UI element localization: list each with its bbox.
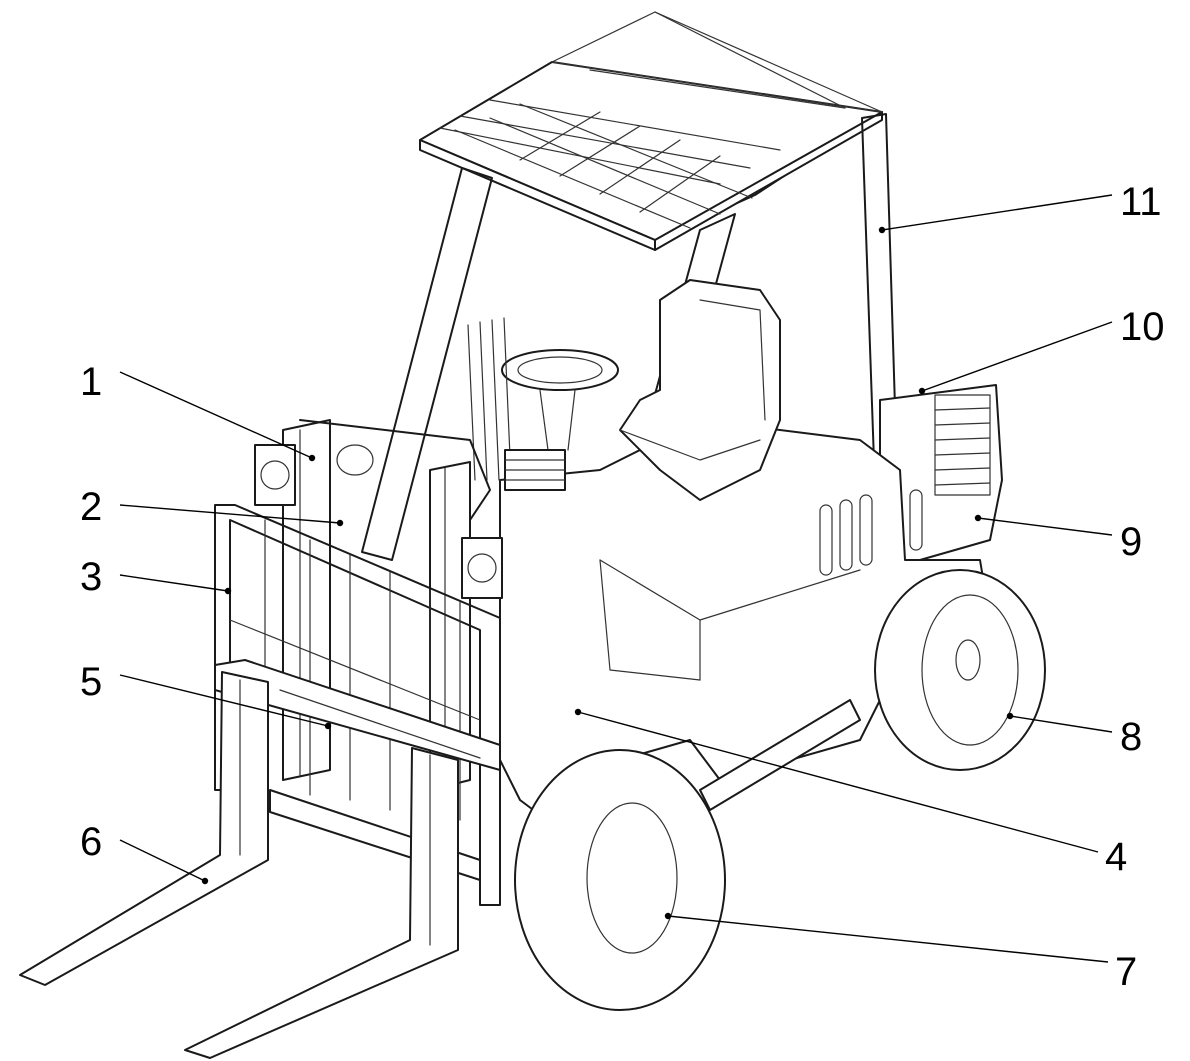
operator-seat (619, 279, 781, 501)
callout-dot-10 (918, 387, 926, 395)
callout-dot-6 (201, 877, 209, 885)
front-wheel (514, 749, 726, 1011)
drive-axle (699, 699, 861, 811)
callout-leader-11 (881, 194, 1113, 231)
callout-number-6: 6 (80, 820, 102, 864)
rear-wheel (874, 569, 1046, 771)
callout-number-8: 8 (1120, 715, 1142, 759)
left-fork (19, 671, 269, 986)
callout-number-5: 5 (80, 660, 102, 704)
callout-leaders (119, 194, 1113, 963)
callout-dot-8 (1006, 712, 1014, 720)
callout-leader-10 (921, 321, 1113, 392)
callout-leader-3 (119, 574, 229, 592)
callout-number-11: 11 (1120, 180, 1162, 224)
callout-leader-5 (119, 674, 329, 727)
callout-dot-2 (336, 519, 344, 527)
callout-dot-1 (308, 454, 316, 462)
callout-labels: 1 2 3 4 5 6 7 8 9 10 11 (80, 180, 1165, 994)
right-fork (184, 747, 459, 1059)
callout-number-1: 1 (80, 360, 102, 404)
callout-dot-7 (664, 912, 672, 920)
callout-dot-9 (974, 514, 982, 522)
callout-leader-2 (119, 504, 341, 524)
callout-leader-4 (577, 711, 1099, 853)
callout-number-9: 9 (1120, 520, 1142, 564)
callout-dot-11 (878, 226, 886, 234)
callout-number-2: 2 (80, 485, 102, 529)
steering-wheel (501, 349, 619, 451)
callout-dot-3 (224, 587, 232, 595)
callout-leader-1 (119, 371, 313, 459)
callout-leader-6 (119, 839, 206, 882)
callout-leader-7 (667, 915, 1109, 963)
control-levers (467, 317, 566, 491)
callout-number-10: 10 (1120, 305, 1165, 349)
callout-dot-5 (324, 722, 332, 730)
overhead-guard (419, 11, 883, 251)
callout-dot-4 (574, 708, 582, 716)
callout-leader-8 (1009, 715, 1113, 733)
callout-number-4: 4 (1105, 835, 1127, 879)
callout-number-7: 7 (1115, 950, 1137, 994)
callout-number-3: 3 (80, 555, 102, 599)
callout-leader-9 (977, 517, 1113, 536)
